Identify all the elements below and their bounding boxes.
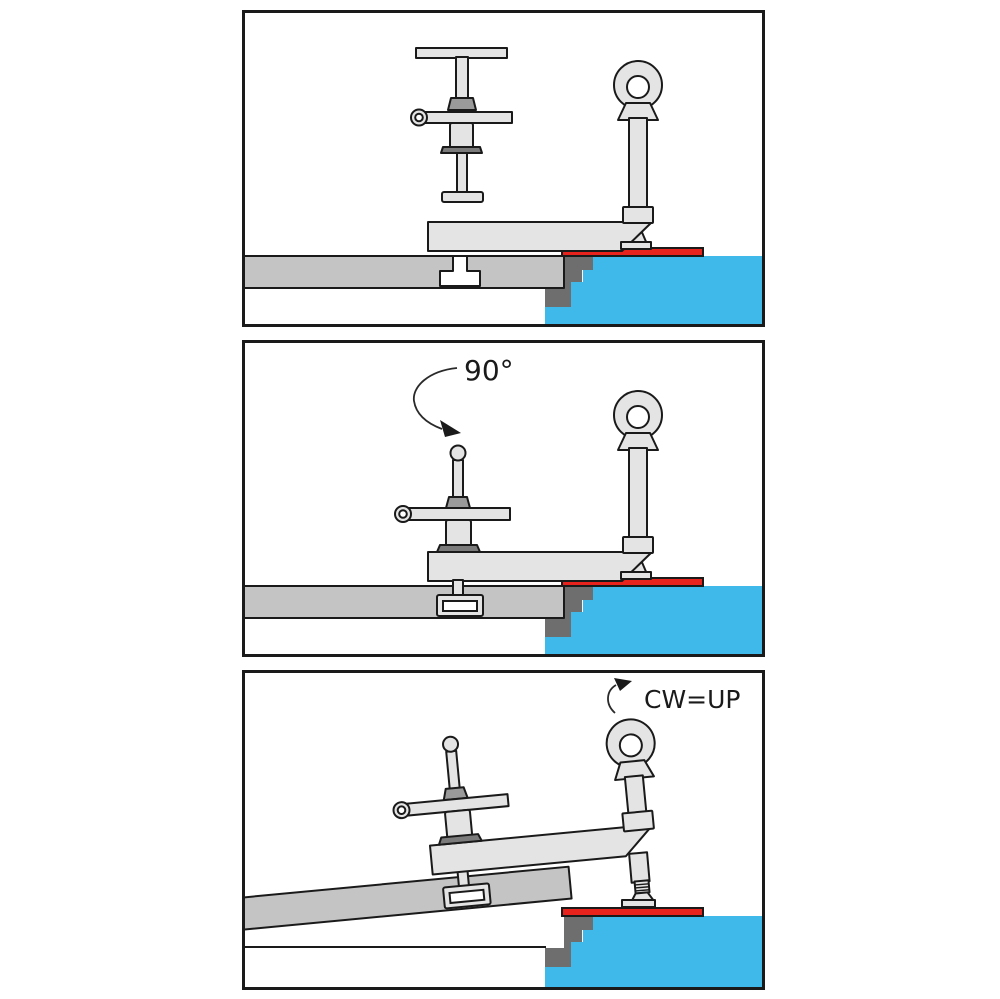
clamp-flange bbox=[440, 146, 483, 154]
rotation-arrow-cw bbox=[607, 678, 632, 714]
clamp-handle-bar bbox=[422, 111, 513, 124]
clamp-beam bbox=[428, 823, 654, 876]
tilted-slab-assembly bbox=[242, 730, 654, 931]
panel-border bbox=[242, 10, 765, 327]
clamp-upper-shaft bbox=[455, 56, 469, 100]
panel-border bbox=[242, 670, 765, 990]
eye-bolt-flare bbox=[614, 759, 655, 782]
tee-slot bbox=[439, 255, 481, 287]
jack-pad bbox=[621, 899, 656, 908]
handle-eye-hole bbox=[414, 112, 424, 123]
figure-panel-step-2: 90° bbox=[242, 340, 765, 657]
screw-clamp-above bbox=[410, 47, 513, 203]
eye-bolt-shaft bbox=[623, 774, 648, 816]
jack-shaft bbox=[628, 851, 651, 884]
figure-panel-step-1 bbox=[242, 10, 765, 327]
clamp-barrel bbox=[449, 122, 474, 149]
eye-bolt-collar bbox=[621, 809, 655, 833]
paver-slab-tilted bbox=[242, 865, 573, 931]
label-cw-up: CW=UP bbox=[644, 685, 741, 714]
clamp-collar bbox=[447, 97, 477, 111]
rotation-arrow-90 bbox=[413, 367, 461, 437]
paver-slab bbox=[242, 585, 565, 619]
panel-border bbox=[242, 340, 765, 657]
jack-screw-extended bbox=[621, 851, 656, 908]
paver-slab bbox=[242, 255, 565, 289]
label-90-degrees: 90° bbox=[464, 354, 514, 387]
eye-bolt-raised bbox=[605, 718, 656, 833]
eye-bolt-hole bbox=[618, 733, 643, 758]
figure-panel-step-3: CW=UP bbox=[242, 670, 765, 990]
clamp-lower-shaft bbox=[456, 152, 468, 194]
tee-foot bbox=[441, 191, 484, 203]
